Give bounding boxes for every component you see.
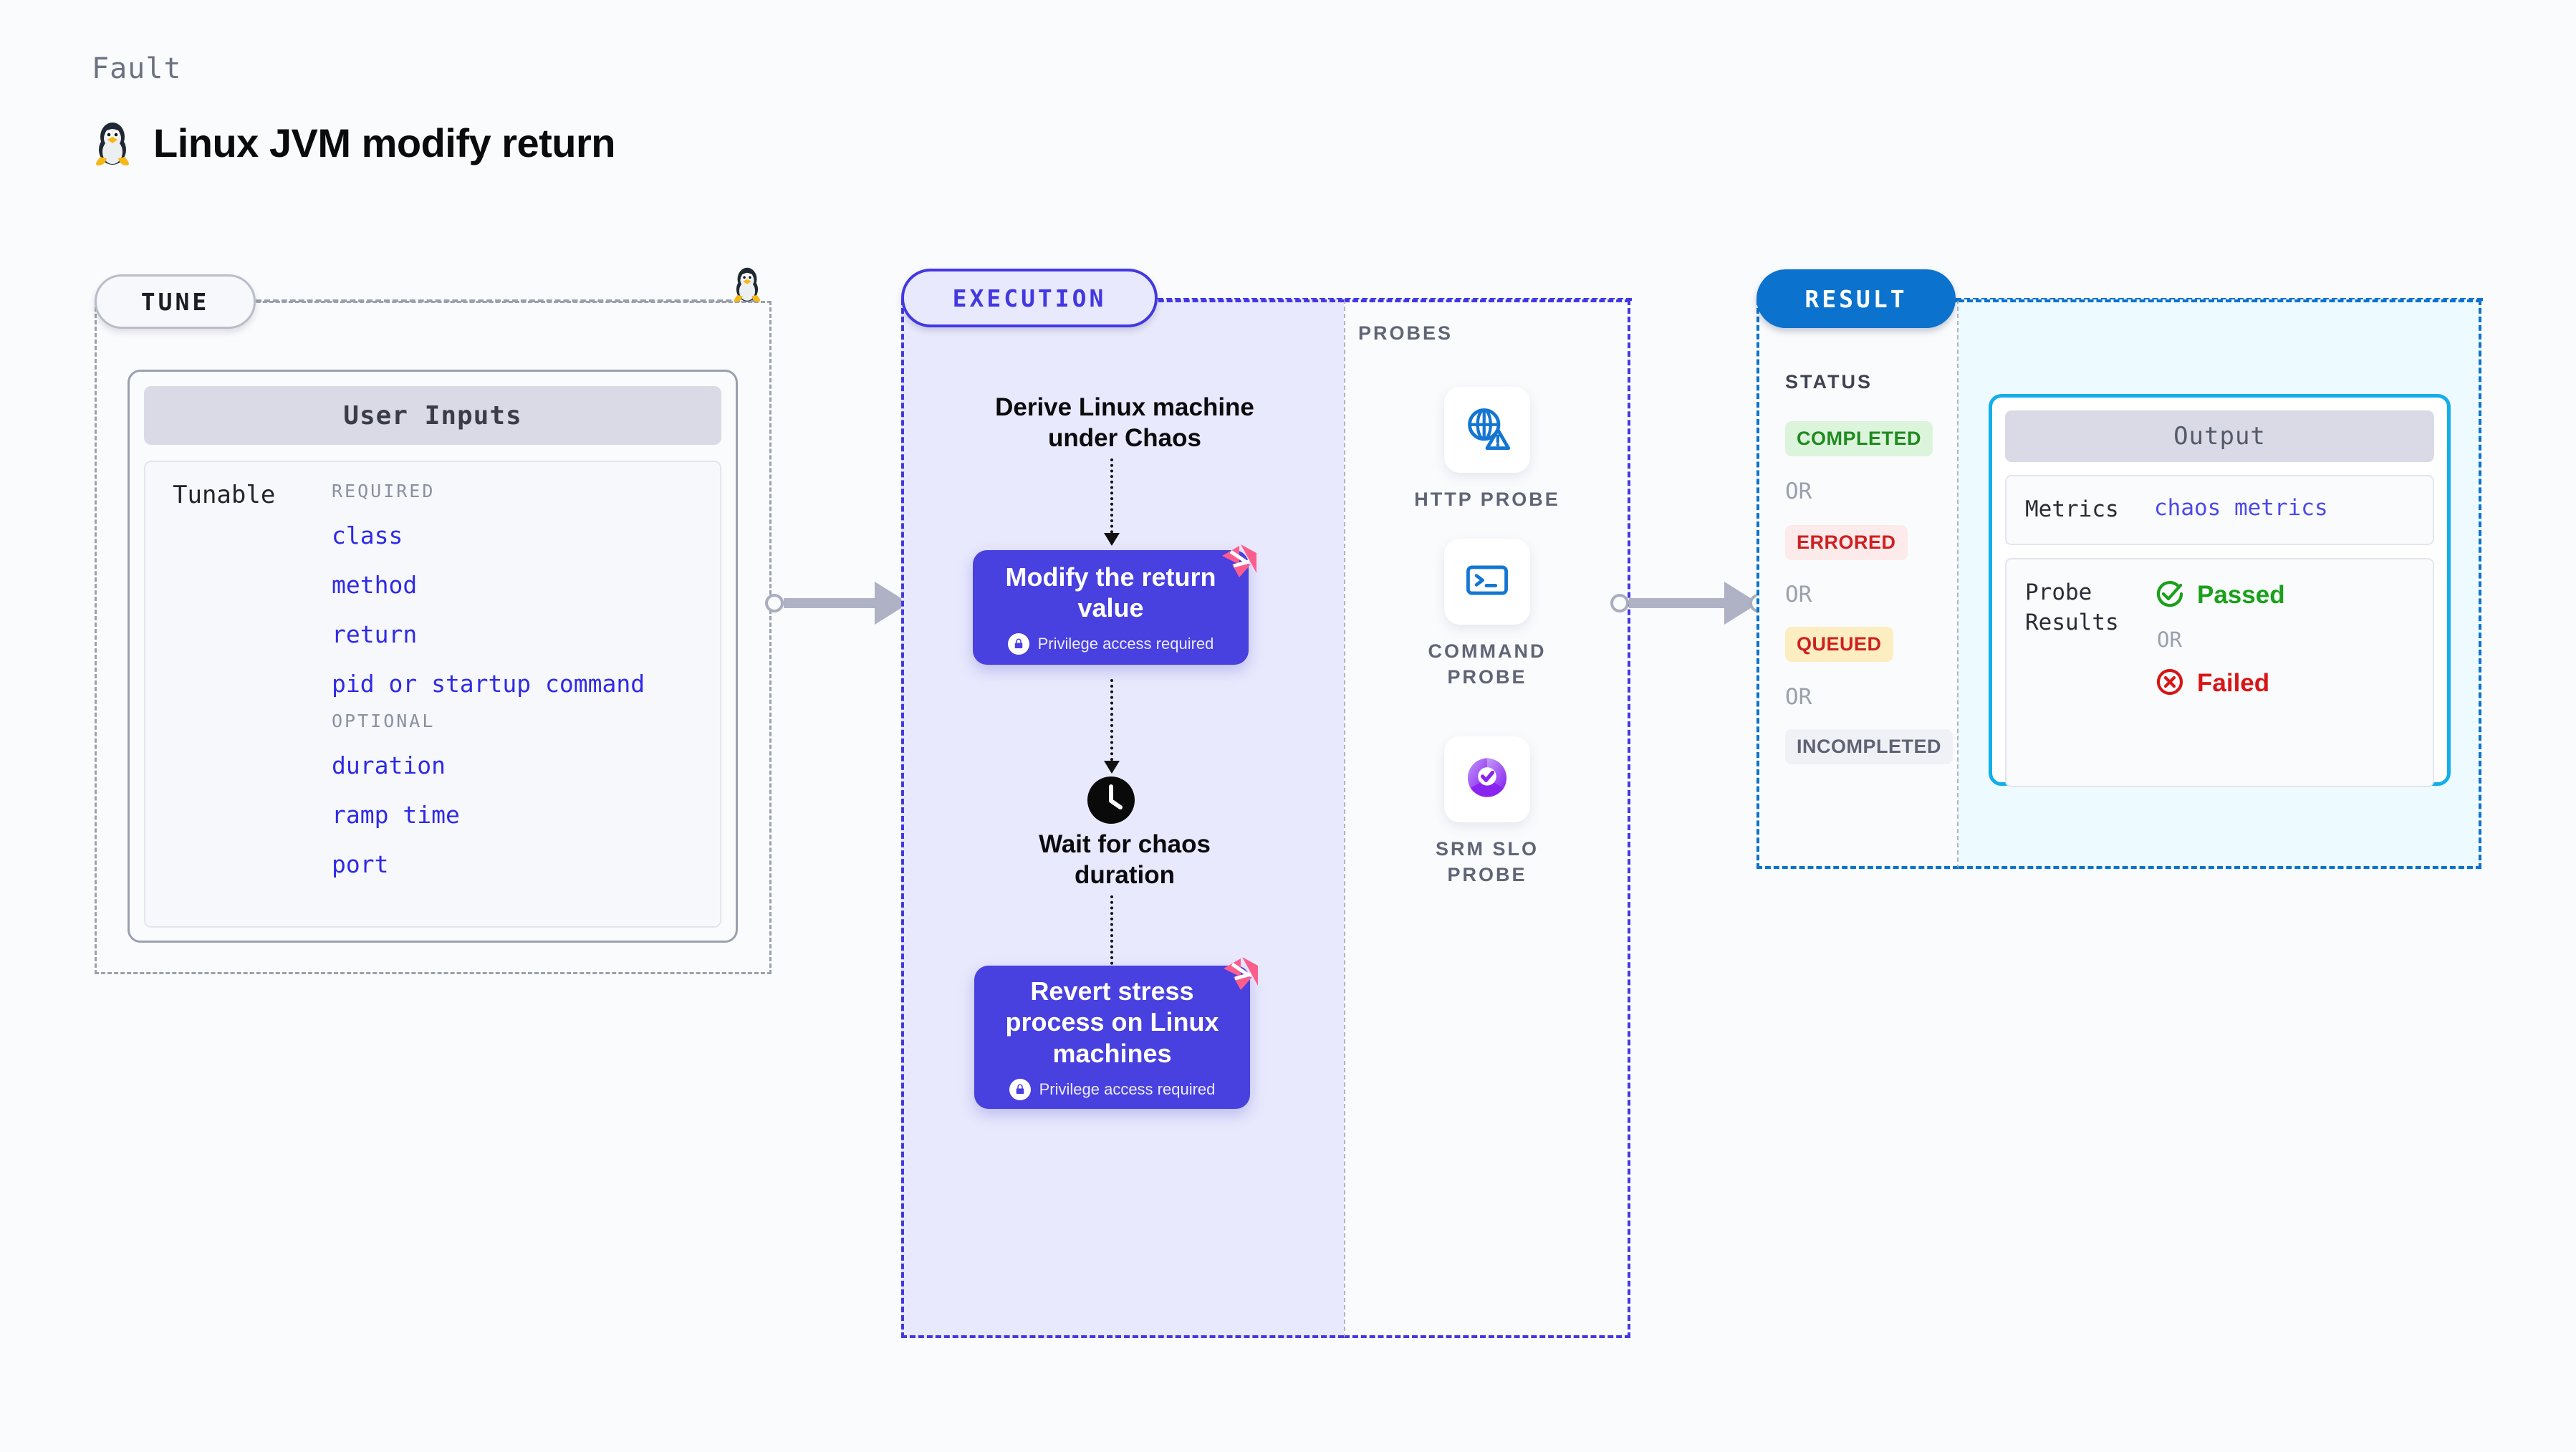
execution-stage-pill[interactable]: EXECUTION <box>901 269 1158 327</box>
slo-donut-check-icon <box>1463 754 1512 806</box>
output-card-title: Output <box>2005 410 2434 462</box>
fault-eyebrow-label: Fault <box>92 52 182 85</box>
tunable-item-port[interactable]: port <box>332 850 389 878</box>
page-title-row: Linux JVM modify return <box>92 118 616 167</box>
litmus-logo-icon <box>1219 953 1262 996</box>
output-probe-results-key: Probe Results <box>2025 578 2154 638</box>
probe-results-key-line1: Probe <box>2025 579 2092 605</box>
status-or-label-3: OR <box>1785 684 1812 710</box>
probe-srm-label-line1: SRM SLO <box>1435 838 1539 860</box>
execution-step-wait-label: Wait for chaos duration <box>989 830 1261 890</box>
probe-command-label: COMMAND PROBE <box>1428 639 1547 690</box>
probe-command[interactable]: COMMAND PROBE <box>1344 539 1630 690</box>
output-card: Output Metrics chaos metrics Probe Resul… <box>1989 394 2451 787</box>
status-or-label-1: OR <box>1785 479 1812 504</box>
output-metrics-key: Metrics <box>2025 496 2119 522</box>
execution-step-derive-label: Derive Linux machine under Chaos <box>960 393 1289 453</box>
globe-warning-icon <box>1463 404 1512 456</box>
x-circle-icon <box>2154 666 2186 701</box>
probe-command-label-line2: PROBE <box>1447 665 1527 688</box>
connector-execution-to-result <box>1610 582 1768 625</box>
lock-icon <box>1009 1078 1031 1100</box>
probe-http-tile[interactable] <box>1444 387 1530 473</box>
result-stage-pill[interactable]: RESULT <box>1756 269 1956 328</box>
lock-icon <box>1007 633 1029 655</box>
litmus-logo-icon <box>1218 540 1261 583</box>
probe-srm-label-line2: PROBE <box>1447 863 1527 885</box>
probe-srm-slo-tile[interactable] <box>1444 736 1530 822</box>
tune-section-container <box>95 301 772 974</box>
probe-http[interactable]: HTTP PROBE <box>1344 387 1630 513</box>
probe-result-failed-label: Failed <box>2197 669 2270 698</box>
connector-start-dot <box>765 594 784 612</box>
tunable-label: Tunable <box>173 481 276 509</box>
tunable-item-duration[interactable]: duration <box>332 751 446 779</box>
modify-step-privilege-note: Privilege access required <box>1007 633 1214 655</box>
probe-result-passed: Passed <box>2154 578 2285 613</box>
probe-srm-slo[interactable]: SRM SLO PROBE <box>1344 736 1630 888</box>
tunable-item-pid-or-startup-command[interactable]: pid or startup command <box>332 670 645 698</box>
result-section-container <box>1756 299 1959 869</box>
probe-srm-slo-label: SRM SLO PROBE <box>1436 837 1539 888</box>
user-inputs-card-title: User Inputs <box>144 386 721 445</box>
status-section-label: STATUS <box>1785 371 1873 393</box>
derive-line-1: Derive Linux machine <box>995 393 1254 421</box>
probe-command-label-line1: COMMAND <box>1428 640 1547 662</box>
flow-arrow-1 <box>1104 458 1120 546</box>
derive-line-2: under Chaos <box>1048 423 1201 452</box>
probe-result-passed-label: Passed <box>2197 581 2285 610</box>
revert-step-title: Revert stress process on Linux machines <box>1005 976 1219 1068</box>
modify-step-title: Modify the return value <box>1005 562 1216 622</box>
status-badge-completed: COMPLETED <box>1785 421 1933 456</box>
revert-step-privilege-note: Privilege access required <box>1009 1078 1216 1100</box>
output-row-metrics: Metrics chaos metrics <box>2005 475 2434 545</box>
tunable-parameter-list: REQUIRED class method return pid or star… <box>332 481 720 926</box>
connector-line <box>1629 598 1724 608</box>
status-or-label-2: OR <box>1785 582 1812 607</box>
probe-command-tile[interactable] <box>1444 539 1530 625</box>
status-badge-errored: ERRORED <box>1785 525 1908 560</box>
flow-arrow-2 <box>1104 679 1120 774</box>
connector-start-dot <box>1610 594 1629 612</box>
linux-penguin-icon <box>92 118 133 167</box>
tune-linux-penguin-icon <box>731 264 764 304</box>
probe-results-key-line2: Results <box>2025 609 2119 635</box>
tunable-body: Tunable REQUIRED class method return pid… <box>144 461 721 928</box>
tunable-item-ramp-time[interactable]: ramp time <box>332 801 460 829</box>
execution-step-modify-return-value[interactable]: Modify the return value Privilege access… <box>973 550 1249 665</box>
tunable-item-method[interactable]: method <box>332 571 418 599</box>
connector-line <box>784 598 875 608</box>
probes-section-label: PROBES <box>1358 322 1453 344</box>
tune-stage-pill[interactable]: TUNE <box>95 274 256 329</box>
required-group-heading: REQUIRED <box>332 481 436 501</box>
wait-line-1: Wait for chaos <box>1039 830 1211 858</box>
check-circle-icon <box>2154 578 2186 613</box>
probe-result-failed: Failed <box>2154 666 2285 701</box>
output-metrics-value[interactable]: chaos metrics <box>2154 495 2328 521</box>
tunable-item-return[interactable]: return <box>332 620 418 648</box>
modify-step-privilege-text: Privilege access required <box>1037 635 1214 653</box>
optional-group-heading: OPTIONAL <box>332 711 436 731</box>
user-inputs-card: User Inputs Tunable REQUIRED class metho… <box>128 370 738 943</box>
tunable-item-class[interactable]: class <box>332 521 403 549</box>
execution-step-revert-stress-process[interactable]: Revert stress process on Linux machines … <box>974 966 1250 1109</box>
status-badge-queued: QUEUED <box>1785 627 1893 662</box>
output-row-probe-results: Probe Results Passed OR <box>2005 557 2434 787</box>
connector-tune-to-execution <box>765 582 918 625</box>
probe-http-label: HTTP PROBE <box>1414 489 1560 510</box>
output-probe-results-values: Passed OR Failed <box>2154 578 2285 701</box>
page-title: Linux JVM modify return <box>153 120 616 165</box>
clock-icon <box>1086 775 1136 825</box>
status-badge-incompleted: INCOMPLETED <box>1785 729 1953 764</box>
probe-result-or-label: OR <box>2157 627 2182 652</box>
wait-line-2: duration <box>1075 860 1175 889</box>
revert-step-privilege-text: Privilege access required <box>1039 1080 1216 1098</box>
terminal-icon <box>1463 556 1512 608</box>
